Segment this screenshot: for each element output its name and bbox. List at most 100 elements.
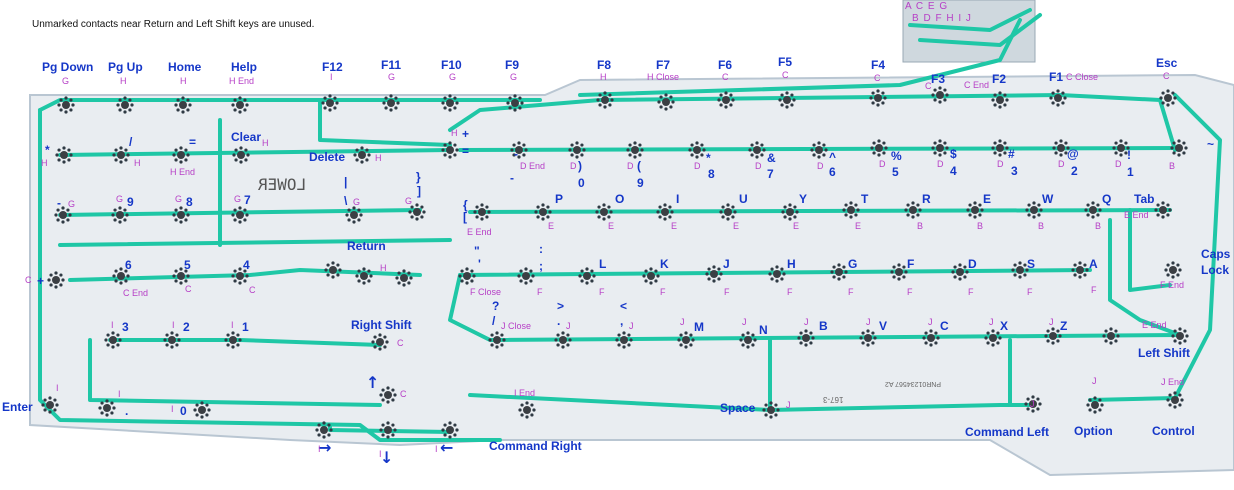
contact-dot: [780, 267, 784, 271]
contact-dot: [317, 433, 321, 437]
label-b: B: [819, 319, 828, 333]
arrow-right-icon: →: [318, 438, 332, 457]
contact-pad: [62, 101, 70, 109]
contact-dot: [394, 106, 398, 110]
contact-dot: [1078, 275, 1082, 279]
contact-dot: [327, 423, 331, 427]
contact-dot: [938, 86, 942, 90]
contact-dot: [780, 277, 784, 281]
contact-dot: [525, 415, 529, 419]
contact-dot: [978, 213, 982, 217]
contact-dot: [357, 218, 361, 222]
contact-dot: [355, 158, 359, 162]
label-o-s: E: [608, 221, 615, 231]
contact-dot: [783, 205, 787, 209]
contact-dot: [922, 336, 926, 340]
contact-dot: [568, 148, 572, 152]
contact-dot: [531, 274, 535, 278]
contact-dot: [1023, 263, 1027, 267]
contact-dot: [98, 406, 102, 410]
contact-dot: [1112, 146, 1116, 150]
label-g-s: F: [848, 287, 854, 297]
contact-dot: [114, 148, 118, 152]
contact-dot: [522, 143, 526, 147]
label-kp-plus-s: C: [25, 275, 32, 285]
contact-dot: [383, 335, 387, 339]
contact-dot: [546, 205, 550, 209]
contact-dot: [114, 269, 118, 273]
contact-dot: [333, 96, 337, 100]
label-t-s: E: [855, 221, 862, 231]
contact-dot: [500, 333, 504, 337]
contact-dot: [394, 96, 398, 100]
contact-dot: [627, 333, 631, 337]
contact-dot: [195, 413, 199, 417]
label-rbrace-s: G: [405, 196, 413, 206]
contact-dot: [729, 93, 733, 97]
contact-dot: [128, 98, 132, 102]
label-period: .: [557, 314, 561, 328]
contact-dot: [324, 268, 328, 272]
label-esc: Esc: [1156, 56, 1178, 70]
contact-dot: [644, 279, 648, 283]
contact-dot: [490, 343, 494, 347]
contact-pad: [1107, 332, 1115, 340]
contact-dot: [731, 98, 735, 102]
label-lt: <: [620, 299, 628, 313]
contact-pad: [236, 101, 244, 109]
contact-dot: [1091, 201, 1095, 205]
contact-dot: [407, 271, 411, 275]
contact-dot: [126, 153, 130, 157]
label-a-s: F: [1091, 285, 1097, 295]
contact-dot: [176, 108, 180, 112]
contact-dot: [245, 103, 249, 107]
contact-dot: [628, 143, 632, 147]
contact-dot: [548, 210, 552, 214]
contact-dot: [968, 213, 972, 217]
contact-dot: [114, 158, 118, 162]
contact-dot: [1056, 89, 1060, 93]
contact-dot: [741, 333, 745, 337]
contact-dot: [472, 274, 476, 278]
contact-pad: [52, 276, 60, 284]
contact-dot: [48, 396, 52, 400]
contact-dot: [357, 269, 361, 273]
contact-dot: [365, 158, 369, 162]
contact-dot: [1173, 391, 1177, 395]
contact-pad: [835, 268, 843, 276]
contact-dot: [420, 215, 424, 219]
contact-dot: [519, 279, 523, 283]
contact-dot: [669, 105, 673, 109]
contact-dot: [110, 411, 114, 415]
contact-dot: [580, 153, 584, 157]
contact-pad: [103, 404, 111, 412]
contact-dot: [243, 269, 247, 273]
contact-dot: [393, 393, 397, 397]
label-n2-s: D: [1058, 159, 1065, 169]
contact-dot: [165, 343, 169, 347]
label-kp4: 4: [243, 258, 250, 272]
arrow-down-icon: ↓: [380, 448, 394, 467]
contact-dot: [1044, 334, 1048, 338]
contact-dot: [475, 205, 479, 209]
contact-dot: [378, 347, 382, 351]
label-f12-s: I: [330, 72, 333, 82]
contact-dot: [790, 103, 794, 107]
contact-dot: [54, 271, 58, 275]
contact-dot: [495, 345, 499, 349]
contact-dot: [764, 403, 768, 407]
label-up-s: C: [400, 389, 407, 399]
contact-dot: [746, 331, 750, 335]
contact-dot: [663, 217, 667, 221]
contact-pad: [236, 211, 244, 219]
label-y-s: E: [793, 221, 800, 231]
label-f9-s: G: [510, 72, 518, 82]
contact-dot: [59, 98, 63, 102]
contact-pad: [463, 272, 471, 280]
contact-dot: [580, 269, 584, 273]
contact-pad: [446, 426, 454, 434]
contact-dot: [200, 401, 204, 405]
contact-dot: [1005, 98, 1009, 102]
contact-dot: [1066, 146, 1070, 150]
contact-dot: [395, 276, 399, 280]
